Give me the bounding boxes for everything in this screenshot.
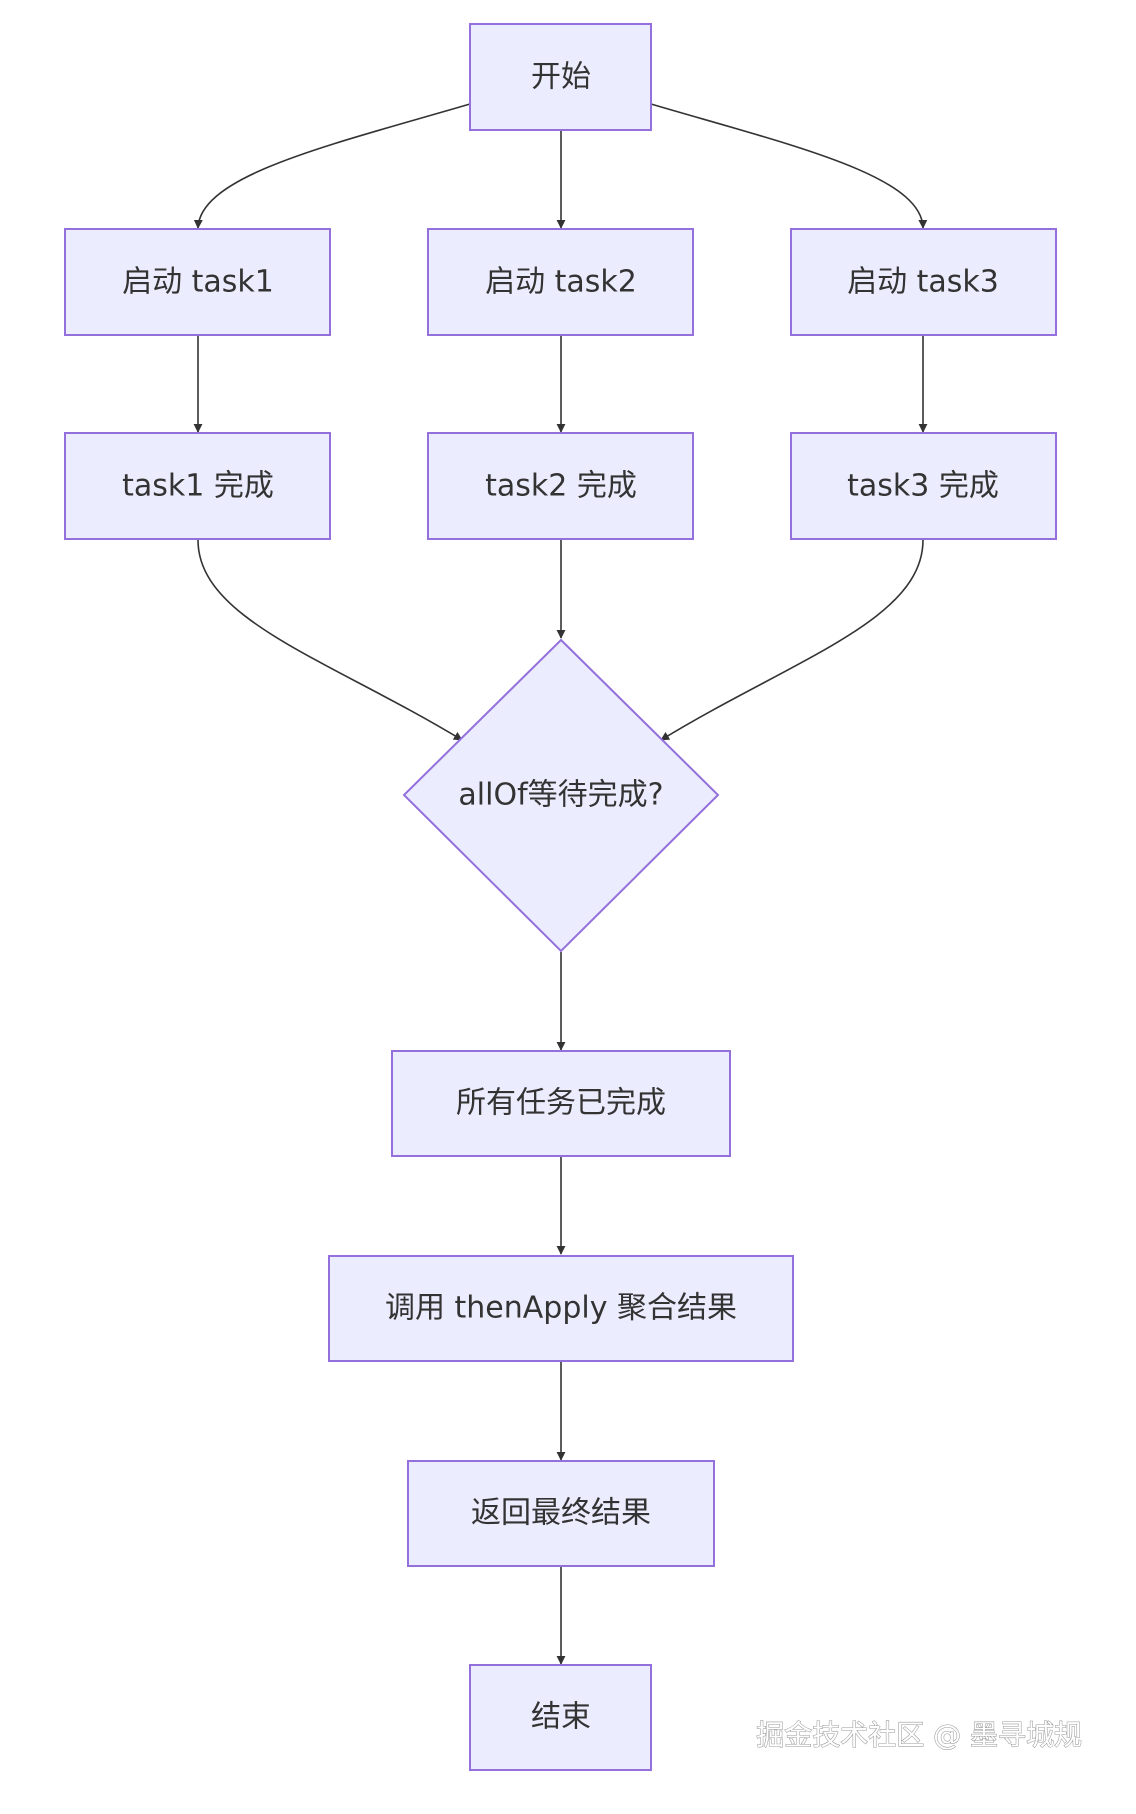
node-end: 结束	[469, 1664, 652, 1771]
node-decision-label: allOf等待完成?	[458, 778, 663, 813]
node-then-apply: 调用 thenApply 聚合结果	[328, 1255, 794, 1362]
node-start: 开始	[469, 23, 652, 131]
node-task1-done-label: task1 完成	[122, 469, 274, 504]
node-all-done: 所有任务已完成	[391, 1050, 731, 1157]
node-task3-done-label: task3 完成	[847, 469, 999, 504]
node-return-result-label: 返回最终结果	[471, 1496, 651, 1531]
nodes: 开始 启动 task1 启动 task2 启动 task3 task1 完成 t…	[64, 23, 1057, 1771]
node-all-done-label: 所有任务已完成	[456, 1086, 666, 1121]
node-task2-done: task2 完成	[427, 432, 694, 540]
node-start-task2: 启动 task2	[427, 228, 694, 336]
edge-task1-done-to-decision	[197, 539, 463, 741]
node-task3-done: task3 完成	[790, 432, 1057, 540]
node-start-task1: 启动 task1	[64, 228, 331, 336]
edge-task3-done-to-decision	[660, 539, 924, 741]
edge-start-to-task3	[650, 103, 928, 229]
node-end-label: 结束	[531, 1700, 591, 1735]
node-start-task3-label: 启动 task3	[847, 265, 999, 300]
node-start-label: 开始	[531, 60, 591, 95]
edges	[193, 103, 928, 1665]
node-task1-done: task1 完成	[64, 432, 331, 540]
node-start-task2-label: 启动 task2	[485, 265, 637, 300]
node-then-apply-label: 调用 thenApply 聚合结果	[385, 1291, 737, 1326]
edge-start-to-task1	[193, 103, 471, 229]
node-start-task1-label: 启动 task1	[122, 265, 274, 300]
node-decision: allOf等待完成?	[402, 638, 720, 953]
node-task2-done-label: task2 完成	[485, 469, 637, 504]
node-start-task3: 启动 task3	[790, 228, 1057, 336]
node-return-result: 返回最终结果	[407, 1460, 715, 1567]
watermark: 掘金技术社区 @ 墨寻城规	[756, 1719, 1082, 1752]
